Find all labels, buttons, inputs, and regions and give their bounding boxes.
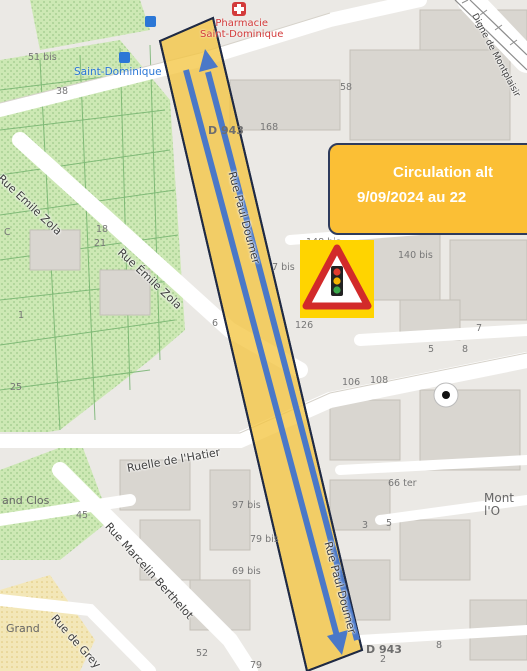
road-code-label: D 943 bbox=[208, 124, 244, 137]
notice-line-1: Circulation alt bbox=[393, 164, 494, 181]
house-number: 8 bbox=[462, 344, 469, 355]
green-parcels bbox=[0, 40, 185, 440]
house-number: 6 bbox=[212, 318, 219, 329]
house-number: 97 bis bbox=[232, 500, 261, 511]
pharmacy-cross-icon bbox=[232, 2, 246, 16]
house-number: 18 bbox=[96, 224, 109, 235]
road-code-label: D 943 bbox=[366, 643, 402, 656]
house-number: 3 bbox=[362, 520, 369, 531]
house-number: 108 bbox=[370, 375, 389, 386]
bus-stop-label: Saint-Dominique bbox=[74, 66, 162, 78]
traffic-light-warning-sign bbox=[300, 240, 374, 318]
house-number: 45 bbox=[76, 510, 89, 521]
house-number: 5 bbox=[428, 344, 435, 355]
house-number: 69 bis bbox=[232, 566, 261, 577]
house-number: 7 bis bbox=[272, 262, 295, 273]
house-number: 126 bbox=[295, 320, 314, 331]
house-number: 52 bbox=[196, 648, 209, 659]
house-number: 168 bbox=[260, 122, 279, 133]
house-number: 58 bbox=[340, 82, 353, 93]
house-number: 51 bis bbox=[28, 52, 57, 63]
house-number: 1 bbox=[18, 310, 25, 321]
location-marker-icon bbox=[433, 382, 459, 408]
traffic-direction-arrows bbox=[183, 49, 360, 655]
house-number: 79 bis bbox=[250, 534, 279, 545]
house-number: 2 bbox=[380, 654, 387, 665]
place-label: Grand bbox=[6, 622, 40, 635]
bus-stop-icon bbox=[119, 16, 156, 63]
notice-line-2: 9/09/2024 au 22 bbox=[357, 189, 467, 206]
traffic-notice-banner: Circulation alt 9/09/2024 au 22 bbox=[328, 143, 527, 235]
place-label: Mont l'O bbox=[484, 491, 515, 518]
house-number: 106 bbox=[342, 377, 361, 388]
house-number: 5 bbox=[386, 518, 393, 529]
place-label: and Clos bbox=[2, 494, 50, 507]
house-number: 79 bbox=[250, 660, 263, 671]
house-number: 66 ter bbox=[388, 478, 417, 489]
house-number: 140 bis bbox=[398, 250, 433, 261]
house-number: C bbox=[4, 227, 11, 238]
house-number: 21 bbox=[94, 238, 107, 249]
pharmacy-label: Pharmacie Saint-Dominique bbox=[200, 18, 284, 40]
traffic-light-icon bbox=[302, 244, 372, 310]
house-number: 25 bbox=[10, 382, 23, 393]
house-number: 38 bbox=[56, 86, 69, 97]
house-number: 8 bbox=[436, 640, 443, 651]
house-number: 7 bbox=[476, 323, 483, 334]
